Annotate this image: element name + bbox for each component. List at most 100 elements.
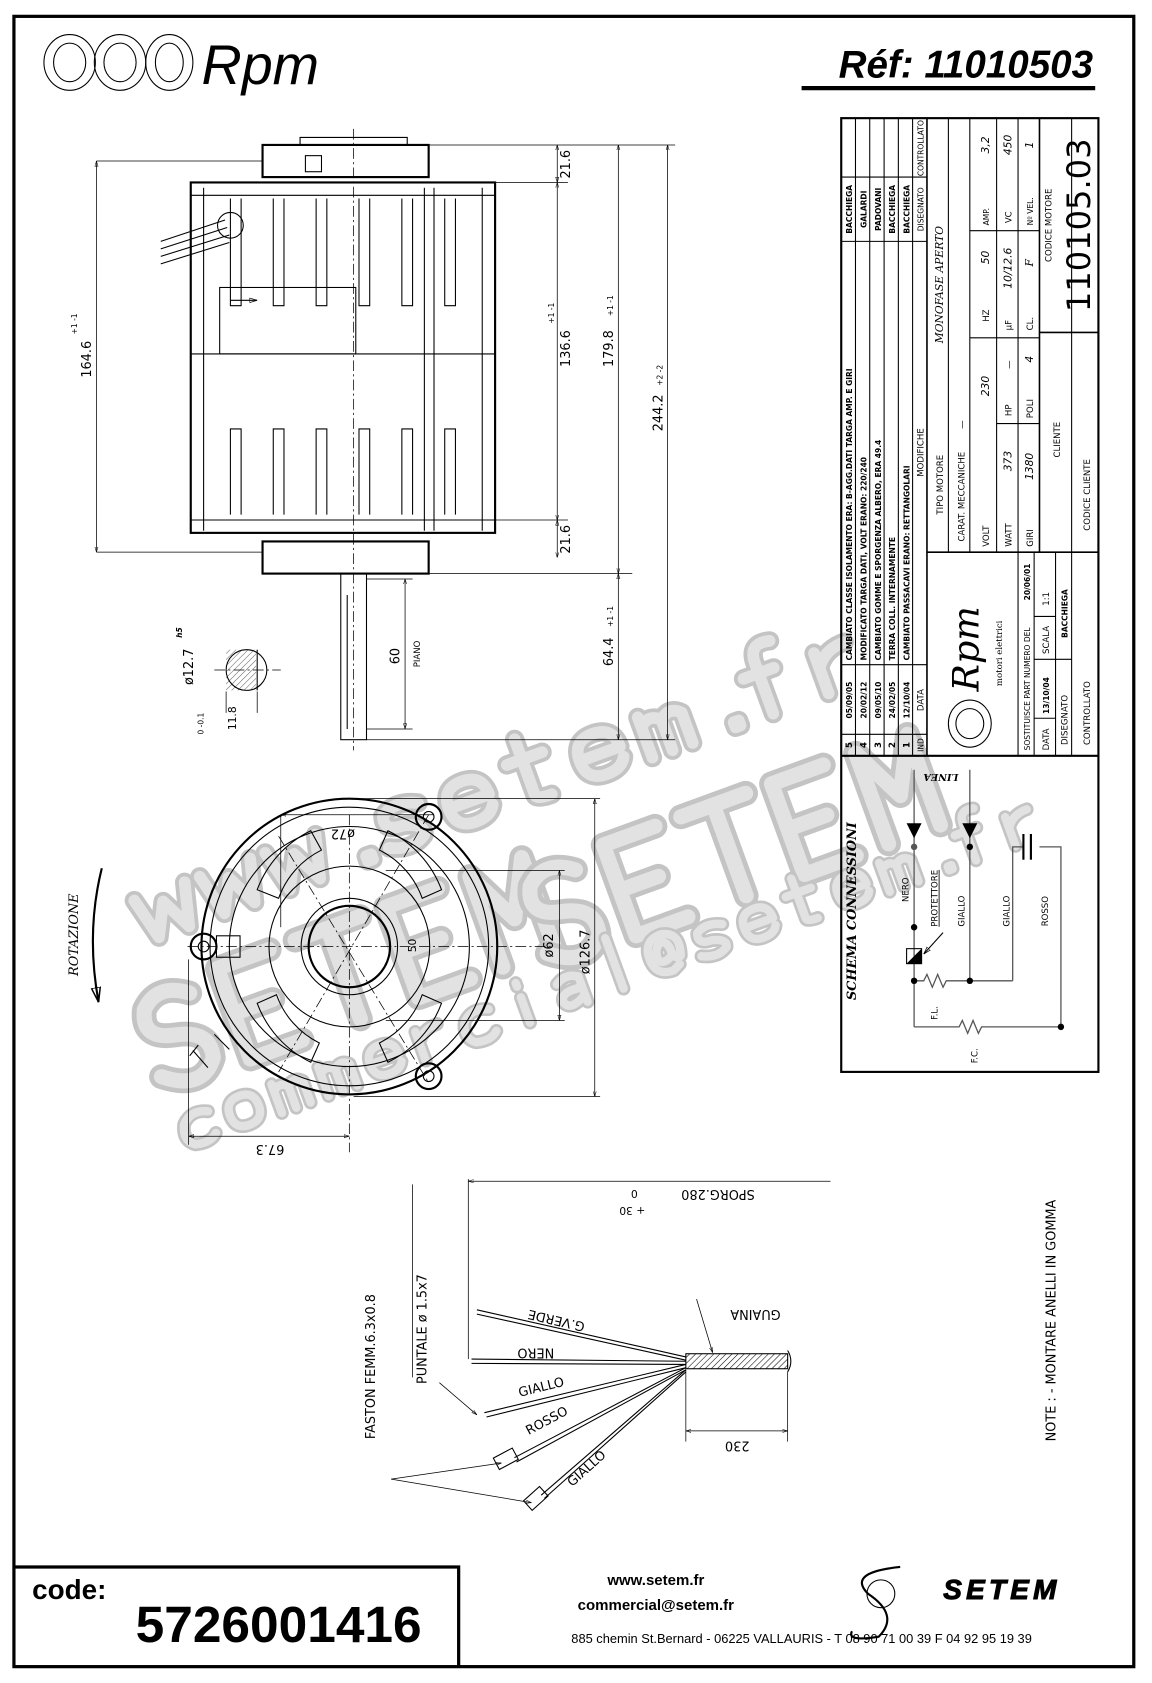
mod-date: 09/05/10 [874,682,883,719]
watermark-glyph [692,919,731,961]
mod-description: MODIFICATO TARGA DATI, VOLT ERANO: 220/2… [859,457,868,660]
mod-description: CAMBIATO PASSACAVI ERANO: RETTANGOLARI [902,465,911,660]
mod-ind: 4 [859,742,869,748]
email-link[interactable]: commercial@setem.fr [578,1597,735,1614]
hp-value: — [1005,360,1015,369]
schema-label-fc: F.C. [970,1048,980,1063]
watermark-glyph [781,874,823,925]
sheath-label: GUAINA [730,1306,781,1321]
motor-code-label: CODICE MOTORE [1044,189,1054,262]
dim-bottom-flange: 21.6 [559,525,574,554]
reference-number: Réf: 11010503 [839,43,1094,86]
footer: code: 5726001416 www.setem.fr commercial… [13,1565,1060,1667]
mod-designer: BACCHIEGA [902,185,911,234]
mod-ind: 5 [845,742,855,748]
mod-ind: 3 [874,742,884,748]
amp-label: AMP. [982,208,991,225]
modification-row: 5 05/09/05 CAMBIATO CLASSE ISOLAMENTO ER… [845,185,855,748]
dim-shaft-projection: 64.4 [602,638,617,667]
watermark [124,631,1034,1152]
dim-spigot-diameter: ø62 [542,933,557,957]
faston-terminal [492,1447,520,1471]
watermark-lettering [517,721,953,971]
watt-label: WATT [1005,523,1015,547]
scale-value: 1:1 [1042,592,1052,606]
assembly-note: NOTE : - MONTARE ANELLI IN GOMMA [1045,1199,1060,1441]
uf-label: µF [1005,320,1015,330]
modifications-table: 5 05/09/05 CAMBIATO CLASSE ISOLAMENTO ER… [841,118,928,756]
product-code: 5726001416 [136,1595,422,1653]
dim-shaft-diameter: ø12.7 [182,649,197,685]
dim-flat-depth: 11.8 [226,706,239,730]
cable-exit [160,211,244,265]
watermark-glyph [601,934,628,993]
watermark-glyph [832,869,874,910]
dim-flat-tol: 0 -0.1 [197,713,206,735]
coil-logo-icon [43,34,194,91]
rpm-logo: Rpm [43,34,319,96]
arrow-down-icon [962,823,978,839]
mod-ind: 2 [888,742,898,748]
watermark-glyph [643,929,686,977]
schema-title: SCHEMA CONNESSIONI [845,821,860,1000]
watermark-glyph [511,978,535,1027]
faston-label: FASTON FEMM.6.3x0.8 [364,1294,379,1439]
vc-value: 450 [1002,135,1015,156]
mod-header-checked: CONTROLLATO [917,120,926,176]
mod-date: 24/02/05 [888,682,897,719]
dim-total-length-tol: +2 -2 [655,365,664,386]
setem-logo-text: SETEM [943,1574,1060,1605]
schema-label-rosso: ROSSO [1041,896,1051,927]
mounting-lug [414,1062,443,1091]
watermark-glyph [571,725,630,782]
volt-label: VOLT [982,525,992,547]
uf-value: 10/12.6 [1002,247,1015,288]
mod-description: CAMBIATO GOMME E SPORGENZA ALBERO, ERA 4… [874,440,883,661]
drawn-value: BACCHIEGA [1060,589,1069,638]
watermark-glyph [631,704,699,764]
flat-label: PIANO [413,640,423,667]
modification-row: 4 20/02/12 MODIFICATO TARGA DATI, VOLT E… [859,190,869,748]
faston-terminal [522,1485,549,1512]
capacitor-icon [1022,833,1032,860]
watermark-glyph [875,854,923,896]
mech-value: — [957,420,967,429]
replaces-label: SOSTITUISCE PART NUMERO DEL [1023,627,1032,751]
watermark-glyph [224,1090,265,1131]
setem-logo: SETEM [850,1565,1060,1640]
schema-label-nero: NERO [902,877,912,902]
speeds-value: 1 [1023,142,1036,149]
date-value: 13/10/04 [1042,677,1051,714]
title-block: 5 05/09/05 CAMBIATO CLASSE ISOLAMENTO ER… [840,117,1100,1073]
scale-label: SCALA [1042,626,1052,654]
schema-label-giallo: GIALLO [957,895,967,926]
dim-overall-body: 164.6 [80,341,95,378]
checked-label: CONTROLLATO [1083,681,1093,745]
wire-label-red: ROSSO [523,1404,570,1439]
dim-winding: 136.6 [559,330,574,367]
watermark-glyph [737,634,780,720]
watermark-glyph [727,714,747,734]
dim-overall-body-tol: +1 -1 [70,313,79,334]
wire-label-green-yellow: G.VERDE [527,1306,587,1334]
mod-designer: GALARDI [859,190,868,228]
front-view: ø72 ø126.7 ø62 50 67.3 ROTAZIONE [67,797,601,1156]
dim-offset: 67.3 [256,1141,285,1156]
dim-frame-length-tol: +1 -1 [606,295,615,316]
dim-frame-length: 179.8 [602,330,617,367]
dim-shaft-projection-tol: +1 -1 [606,606,615,627]
rotation-label: ROTAZIONE [67,893,82,977]
class-value: F [1023,259,1036,268]
client-code-label: CODICE CLIENTE [1083,459,1093,531]
side-view: 164.6 +1 -1 21.6 136.6 +1 -1 21.6 179.8 … [70,128,676,751]
watermark-glyph [179,1106,221,1149]
watermark-glyph [259,828,327,896]
wire-label-yellow: GIALLO [517,1375,566,1401]
website-link[interactable]: www.setem.fr [606,1572,704,1589]
vc-label: VC [1005,211,1015,223]
schema-label-giallo-2: GIALLO [1002,895,1012,926]
volt-value: 230 [979,376,992,397]
motor-code: 110105.03 [1060,138,1098,312]
logo-text: Rpm [944,606,987,692]
